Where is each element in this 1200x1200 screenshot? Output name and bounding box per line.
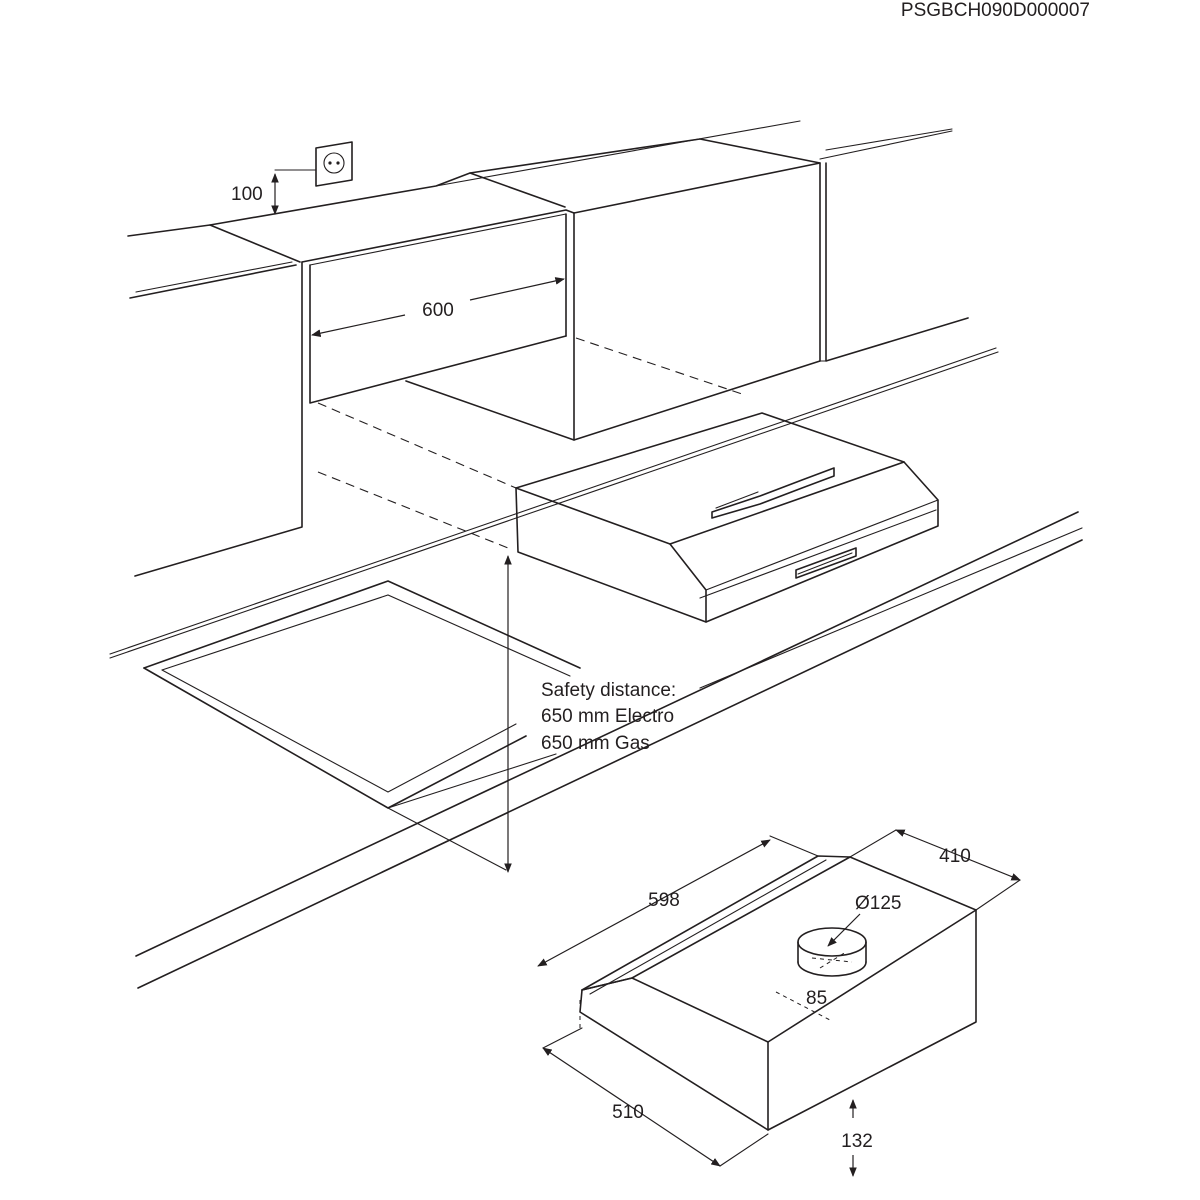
- dim-hood-depth: 410: [849, 829, 1021, 911]
- duct-diameter-label: Ø125: [855, 893, 901, 914]
- hood-height-label: 132: [841, 1131, 873, 1152]
- dim-duct-diameter: Ø125: [827, 893, 901, 947]
- document-code: PSGBCH090D000007: [901, 0, 1090, 21]
- hood-dimensioned: [579, 855, 977, 1131]
- dim-front-depth: 510: [542, 1027, 769, 1167]
- hood-depth-label: 410: [939, 846, 971, 867]
- dim-cabinet-width: 600: [311, 277, 565, 337]
- dim-duct-offset: 85: [806, 988, 827, 1009]
- projection-lines: [317, 337, 743, 549]
- dim-socket-height: 100: [231, 173, 279, 215]
- safety-line-3: 650 mm Gas: [541, 733, 650, 754]
- dim-safety-distance: Safety distance: 650 mm Electro 650 mm G…: [504, 555, 676, 873]
- wall-and-countertop: [109, 120, 1083, 989]
- socket-height-label: 100: [231, 184, 263, 205]
- socket-icon: [274, 141, 353, 187]
- cabinet-width-label: 600: [422, 300, 454, 321]
- duct-offset-label: 85: [806, 988, 827, 1009]
- front-depth-label: 510: [612, 1102, 644, 1123]
- safety-line-1: Safety distance:: [541, 680, 676, 701]
- dim-hood-height: 132: [841, 1099, 873, 1177]
- dim-hood-width: 598: [537, 835, 819, 967]
- safety-line-2: 650 mm Electro: [541, 706, 674, 727]
- hood-installed: [515, 412, 939, 623]
- hood-width-label: 598: [648, 890, 680, 911]
